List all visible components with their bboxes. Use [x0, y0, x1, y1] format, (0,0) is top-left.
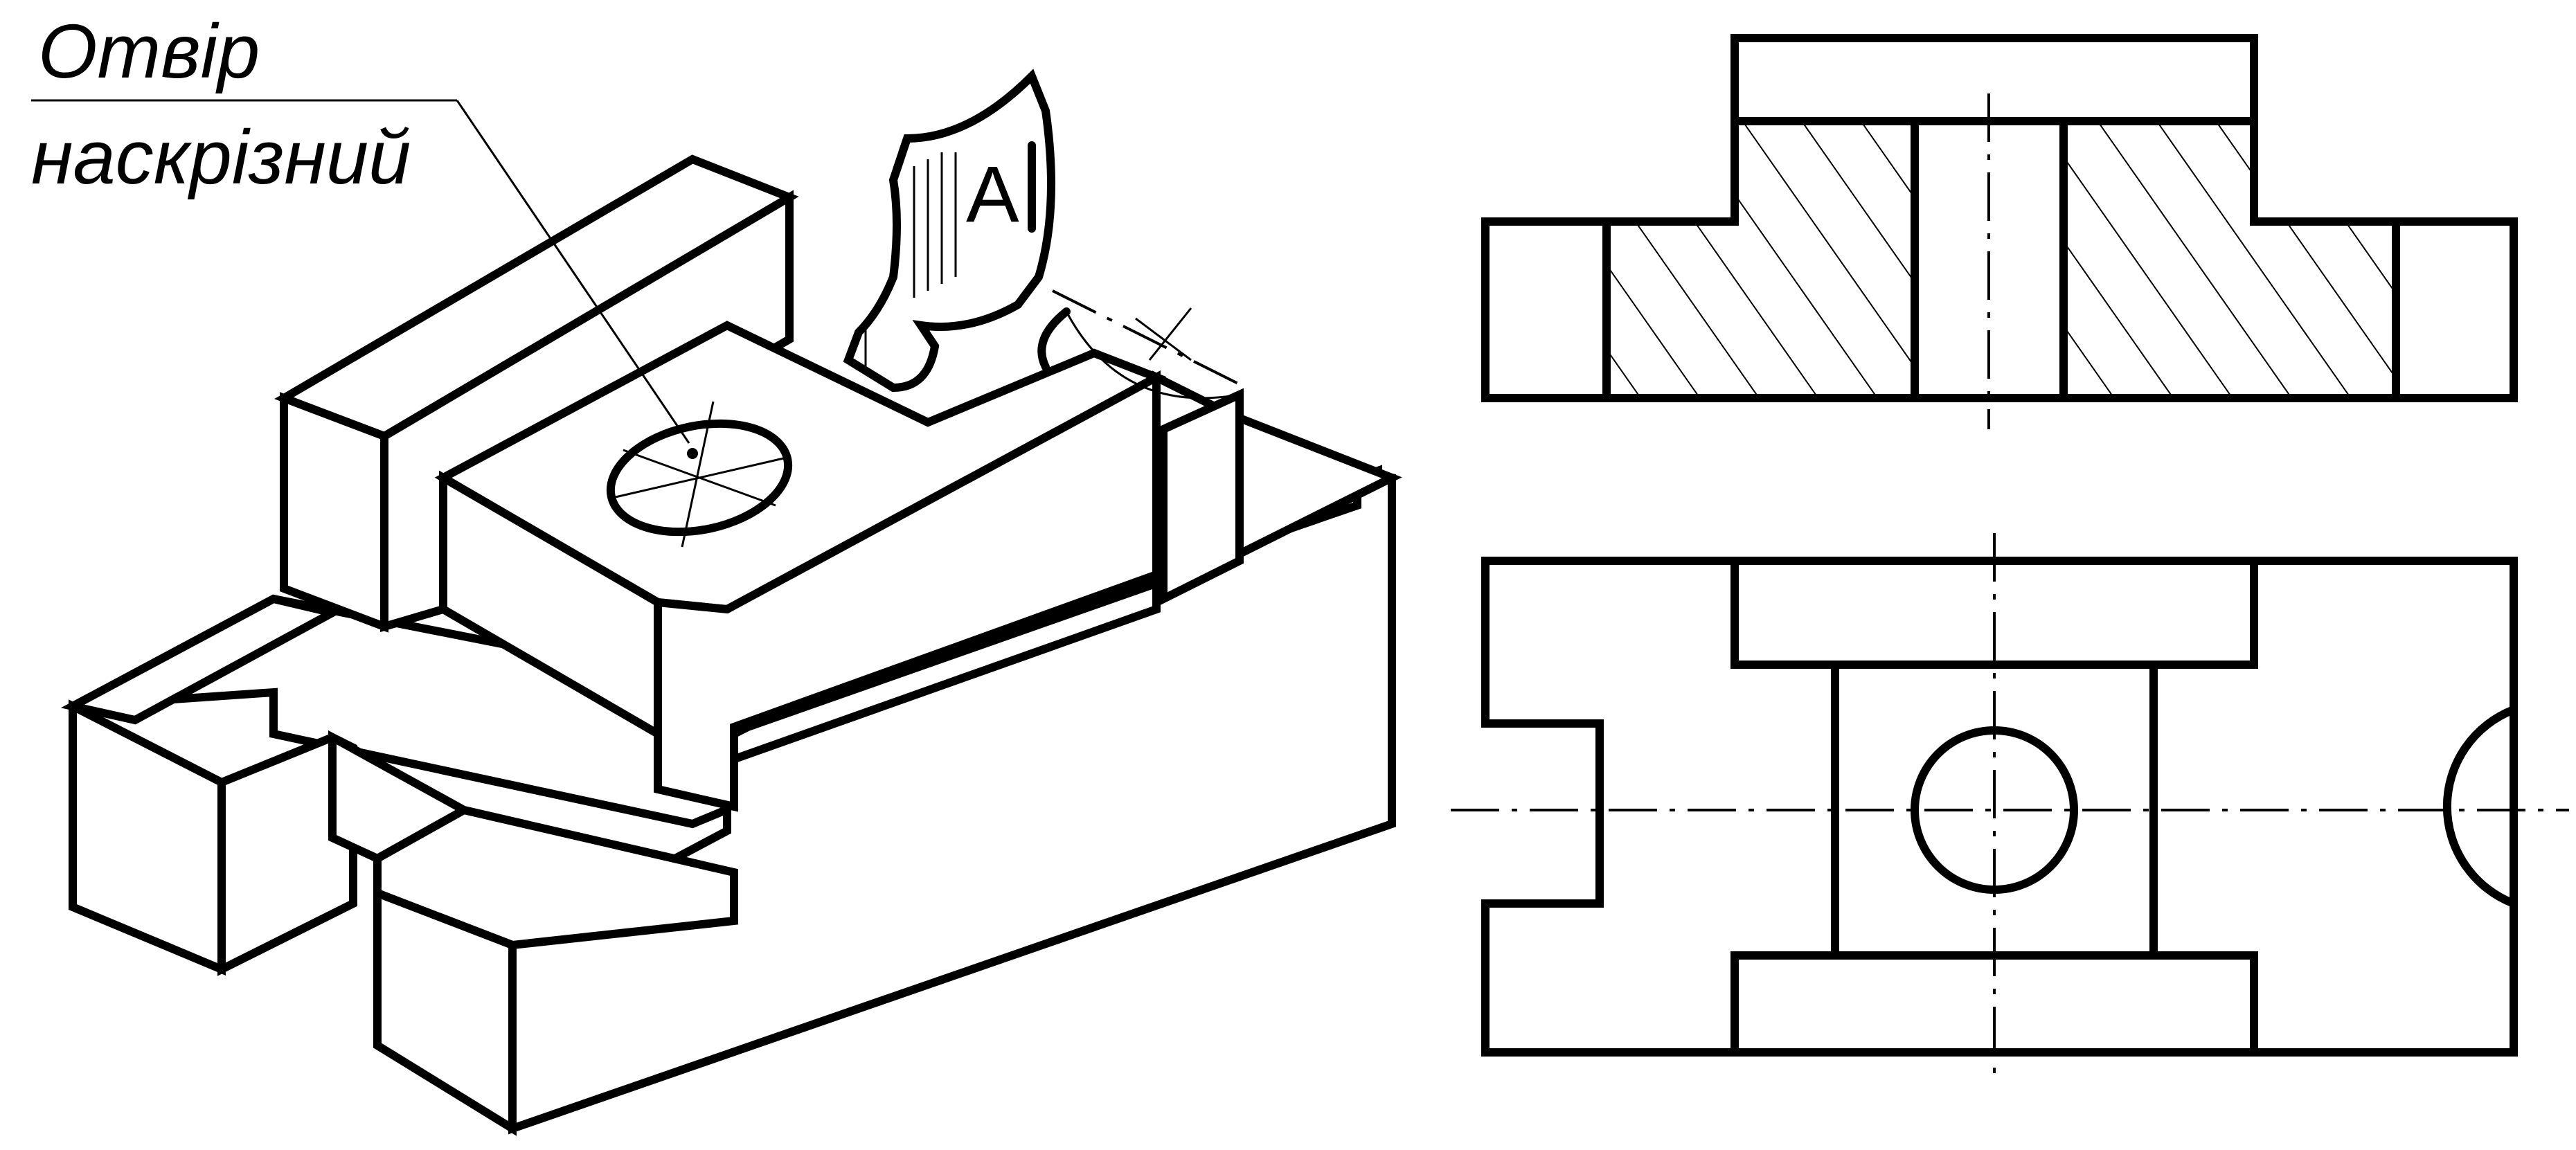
top-view [1451, 533, 2569, 1080]
section-outline-redraw [1481, 117, 2518, 402]
top-view-half-hole [2442, 706, 2518, 908]
callout-leader [456, 100, 690, 444]
cutout [1159, 388, 1244, 606]
cutting-plane-flag [843, 69, 1055, 393]
section-plane-letter: A [966, 150, 1019, 239]
section-hatch-right-mask [2254, 121, 2396, 222]
callout-line2: наскрізний [31, 115, 411, 200]
back-wall-front [280, 392, 388, 633]
callout-line1: Отвір [38, 9, 260, 94]
hole-axis-line-c [681, 401, 715, 548]
section-hatch-left-mask [1607, 121, 1735, 222]
section-top-flange [1730, 34, 2258, 125]
half-hole-edge [1037, 307, 1071, 371]
section-plane-trace [1052, 289, 1247, 389]
hole-axis-line-b [623, 449, 776, 507]
left-tab-front [69, 699, 226, 976]
isometric-view: A Отвір наскрізний [31, 9, 1402, 1136]
plane-arc [1065, 311, 1240, 399]
step-face [654, 370, 1161, 812]
front-section-view [1481, 34, 2518, 429]
right-tab-front [373, 887, 517, 1136]
crosshair-a [1135, 317, 1192, 361]
hole-center-dot [687, 448, 698, 459]
left-tab-top [60, 594, 344, 725]
crosshair-b [1148, 307, 1192, 361]
